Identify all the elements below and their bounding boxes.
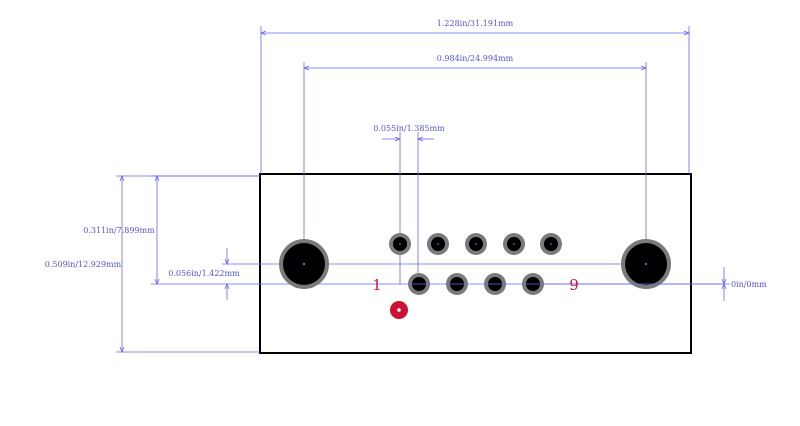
dimension-mount-spacing (302, 62, 648, 264)
pad (389, 233, 411, 255)
mount-spacing-label: 0.984in/24.994mm (437, 54, 514, 63)
pad (503, 233, 525, 255)
pad (427, 233, 449, 255)
overall-height-label: 0.509in/12.929mm (45, 260, 122, 269)
mounting-hole-left (279, 239, 329, 289)
pin-pitch-label: 0.055in/1.385mm (373, 124, 445, 133)
mount-offset-label: 0.311in/7.899mm (83, 226, 155, 235)
zero-offset-label: 0in/0mm (731, 280, 767, 289)
pad-top-row (389, 233, 562, 255)
row-spacing-label: 0.056in/1.422mm (168, 269, 240, 278)
mounting-hole-right (621, 239, 671, 289)
pad (540, 233, 562, 255)
overall-width-label: 1.228in/31.191mm (437, 19, 514, 28)
dimension-overall-width (259, 26, 691, 174)
connector-outline (259, 173, 692, 354)
dimension-mount-offset (151, 174, 400, 286)
pin-label-first: 1 (372, 276, 382, 294)
pin-label-last: 9 (569, 276, 579, 294)
dimension-pin-pitch (382, 132, 434, 284)
pin1-marker (390, 301, 408, 319)
pad (465, 233, 487, 255)
